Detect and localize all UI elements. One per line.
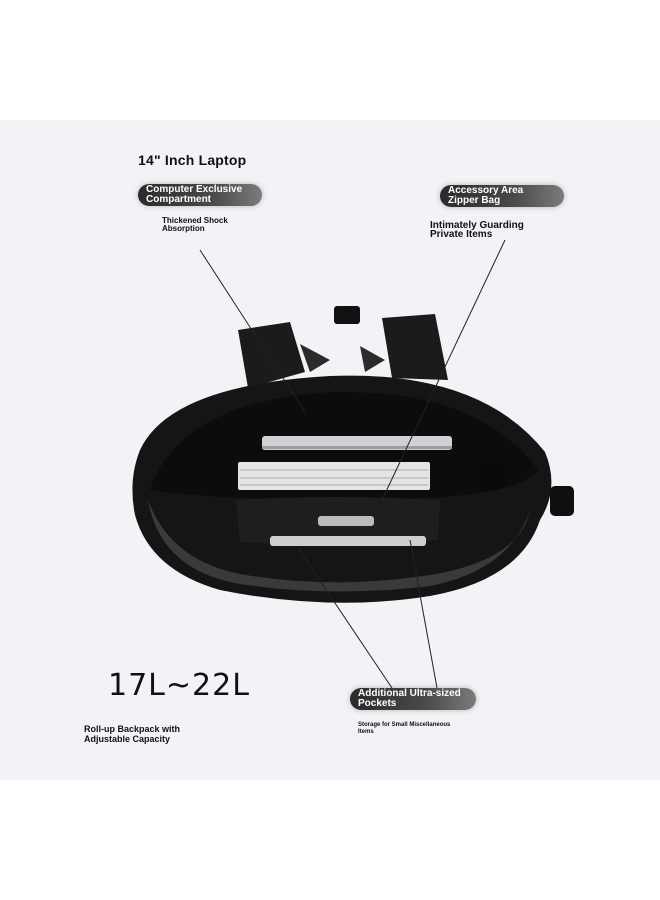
pockets-sublabel: Storage for Small Miscellaneous Items bbox=[358, 722, 451, 735]
capacity-value: 17L~22L bbox=[108, 668, 250, 703]
accessory-area-label: Accessory Area Zipper Bag bbox=[440, 185, 564, 207]
files bbox=[238, 462, 430, 490]
accessory-area-sublabel: Intimately Guarding Private Items bbox=[430, 220, 524, 240]
roll-up-description: Roll-up Backpack with Adjustable Capacit… bbox=[84, 724, 181, 744]
phone bbox=[270, 536, 426, 546]
computer-compartment-sublabel: Thickened Shock Absorption bbox=[162, 216, 228, 233]
shoulder-straps bbox=[238, 306, 448, 388]
computer-compartment-label: Computer Exclusive Compartment bbox=[138, 184, 262, 206]
pockets-label: Additional Ultra-sized Pockets bbox=[350, 688, 476, 710]
callout-lines bbox=[199, 239, 506, 689]
laptop-size-title: 14" Inch Laptop bbox=[138, 152, 247, 168]
